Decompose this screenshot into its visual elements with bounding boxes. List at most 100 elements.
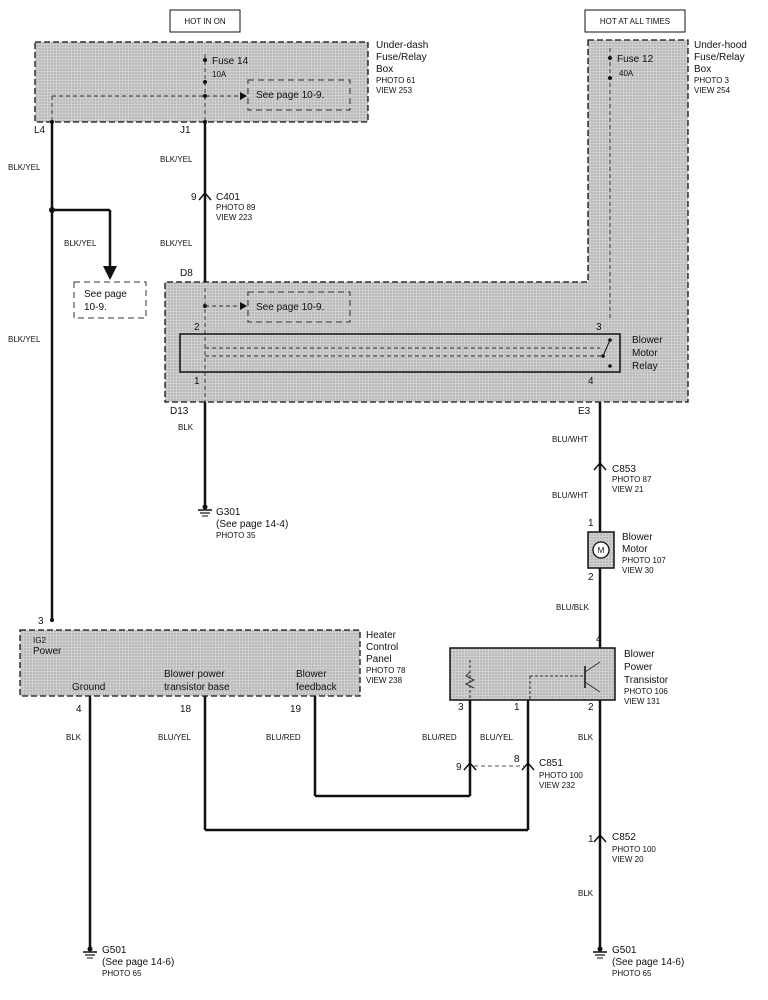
c852-view: VIEW 20 (612, 855, 644, 864)
panel-feedback-2: feedback (296, 682, 338, 693)
motor-pin-2: 2 (588, 572, 594, 583)
pin-d13: D13 (170, 406, 189, 417)
see-page-left-box: See page 10-9. (73, 281, 147, 319)
underhood-box-photo: PHOTO 3 (694, 76, 730, 85)
fuse-14-name: Fuse 14 (212, 56, 249, 67)
c851-name: C851 (539, 758, 563, 769)
c852-name: C852 (612, 832, 636, 843)
fuse-12-rating: 40A (619, 69, 634, 78)
wire-right-chain (593, 402, 607, 959)
relay-pin-2: 2 (194, 322, 200, 333)
c853-name: C853 (612, 464, 636, 475)
pin-d8: D8 (180, 268, 193, 279)
wire-label-blu-wht-2: BLU/WHT (552, 491, 588, 500)
underhood-fuse-box: Fuse 12 40A See page 10-9. (164, 39, 689, 403)
motor-icon (592, 541, 610, 559)
relay-pin-3: 3 (596, 322, 602, 333)
wire-label-blu-red-panel: BLU/RED (266, 733, 301, 742)
transistor-pin-4: 4 (596, 634, 602, 645)
motor-symbol: M (598, 546, 605, 555)
motor-pin-1: 1 (588, 518, 594, 529)
panel-label-1: Heater (366, 630, 397, 641)
wire-label-j1-1: BLK/YEL (160, 155, 193, 164)
g501-left-photo: PHOTO 65 (102, 969, 142, 978)
wire-label-d13: BLK (178, 423, 194, 432)
relay-see-page: See page 10-9. (256, 302, 324, 313)
underhood-box-label-1: Under-hood (694, 40, 747, 51)
transistor-label-3: Transistor (624, 675, 669, 686)
panel-feedback-1: Blower (296, 669, 327, 680)
panel-pin-18: 18 (180, 704, 192, 715)
transistor-photo: PHOTO 106 (624, 687, 668, 696)
wire-blk-yel-j1 (198, 122, 212, 282)
wire-label-blk-c852: BLK (578, 889, 594, 898)
c851-pin-8: 8 (514, 754, 520, 765)
c851-photo: PHOTO 100 (539, 771, 583, 780)
g501-left-name: G501 (102, 945, 127, 956)
g501-right-note: (See page 14-6) (612, 957, 684, 968)
fuse-12-bottom-terminal (608, 76, 612, 80)
c401-photo: PHOTO 89 (216, 203, 256, 212)
wire-label-blu-yel-panel: BLU/YEL (158, 733, 191, 742)
relay-label-2: Motor (632, 348, 658, 359)
panel-pin-3: 3 (38, 616, 44, 627)
wire-label-blu-yel-transistor: BLU/YEL (480, 733, 513, 742)
underdash-box-view: VIEW 253 (376, 86, 413, 95)
underdash-box-label-3: Box (376, 64, 393, 75)
transistor-view: VIEW 131 (624, 697, 661, 706)
panel-transistor-base-2: transistor base (164, 682, 230, 693)
underhood-box-label-2: Fuse/Relay (694, 52, 745, 63)
wire-blk-d13 (198, 402, 212, 517)
panel-transistor-base-1: Blower power (164, 669, 225, 680)
relay-pin-4: 4 (588, 376, 594, 387)
blower-motor-relay: 2 1 3 4 Blower Motor Relay (179, 322, 663, 387)
wire-label-blu-red-transistor: BLU/RED (422, 733, 457, 742)
transistor-pin-1: 1 (514, 702, 520, 713)
underhood-box-view: VIEW 254 (694, 86, 731, 95)
wire-label-blu-wht-1: BLU/WHT (552, 435, 588, 444)
panel-power: Power (33, 646, 62, 657)
wire-label-blu-blk: BLU/BLK (556, 603, 590, 612)
pin-e3: E3 (578, 406, 591, 417)
underdash-box-label-2: Fuse/Relay (376, 52, 427, 63)
transistor-pin-2: 2 (588, 702, 594, 713)
c853-view: VIEW 21 (612, 485, 644, 494)
wire-label-blk-yel-1: BLK/YEL (8, 163, 41, 172)
wire-blu-red (313, 696, 524, 798)
see-page-left-1: See page (84, 289, 127, 300)
underdash-box-label-1: Under-dash (376, 40, 428, 51)
hot-at-all-times-header: HOT AT ALL TIMES (584, 9, 686, 33)
underdash-fuse-box: See page 10-9. Fuse 14 10A (34, 41, 369, 123)
c852-pin: 1 (588, 834, 594, 845)
panel-ground: Ground (72, 682, 105, 693)
fuse-14-bottom-terminal (203, 80, 207, 84)
motor-label-2: Motor (622, 544, 648, 555)
blower-power-transistor (449, 647, 616, 701)
c851-view: VIEW 232 (539, 781, 576, 790)
underdash-box-photo: PHOTO 61 (376, 76, 416, 85)
wire-label-blk-yel-2: BLK/YEL (64, 239, 97, 248)
hot-at-all-times-label: HOT AT ALL TIMES (600, 17, 670, 26)
fuse-14-rating: 10A (212, 70, 227, 79)
hot-in-on-label: HOT IN ON (184, 17, 225, 26)
transistor-label-2: Power (624, 662, 653, 673)
underdash-see-page: See page 10-9. (256, 90, 324, 101)
c401-pin: 9 (191, 192, 197, 203)
fuse-12-name: Fuse 12 (617, 54, 654, 65)
pin-j1: J1 (180, 125, 191, 136)
transistor-label-1: Blower (624, 649, 655, 660)
wire-blk-yel-l4 (49, 122, 117, 620)
heater-control-panel: IG2 Power Ground Blower power transistor… (19, 629, 361, 697)
relay-pin-1: 1 (194, 376, 200, 387)
fuse-12-top-terminal (608, 56, 612, 60)
panel-ig2: IG2 (33, 636, 46, 645)
underhood-box-label-3: Box (694, 64, 711, 75)
g301-name: G301 (216, 507, 241, 518)
see-page-left-2: 10-9. (84, 302, 107, 313)
c853-photo: PHOTO 87 (612, 475, 652, 484)
g301-note: (See page 14-4) (216, 519, 288, 530)
panel-photo: PHOTO 78 (366, 666, 406, 675)
pin-l4: L4 (34, 125, 46, 136)
relay-label-3: Relay (632, 361, 658, 372)
